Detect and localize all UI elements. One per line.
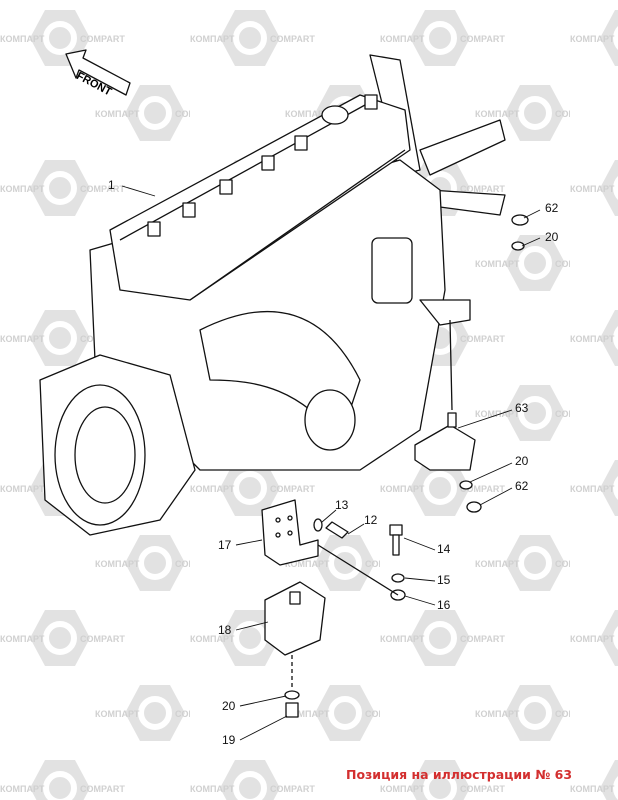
callout-19: 19 [222, 733, 236, 747]
callout-17: 17 [218, 538, 232, 552]
callout-14: 14 [437, 542, 451, 556]
callout-63: 63 [515, 401, 529, 415]
callout-1: 1 [108, 178, 115, 192]
illustration-position-caption: Позиция на иллюстрации № 63 [346, 767, 573, 782]
callout-20: 20 [222, 699, 236, 713]
callout-62: 62 [515, 479, 529, 493]
callout-15: 15 [437, 573, 451, 587]
callout-18: 18 [218, 623, 232, 637]
callout-13: 13 [335, 498, 349, 512]
callout-20: 20 [545, 230, 559, 244]
callout-12: 12 [364, 513, 378, 527]
front-arrow-icon [65, 49, 131, 96]
callout-16: 16 [437, 598, 451, 612]
callout-20: 20 [515, 454, 529, 468]
callout-62: 62 [545, 201, 559, 215]
